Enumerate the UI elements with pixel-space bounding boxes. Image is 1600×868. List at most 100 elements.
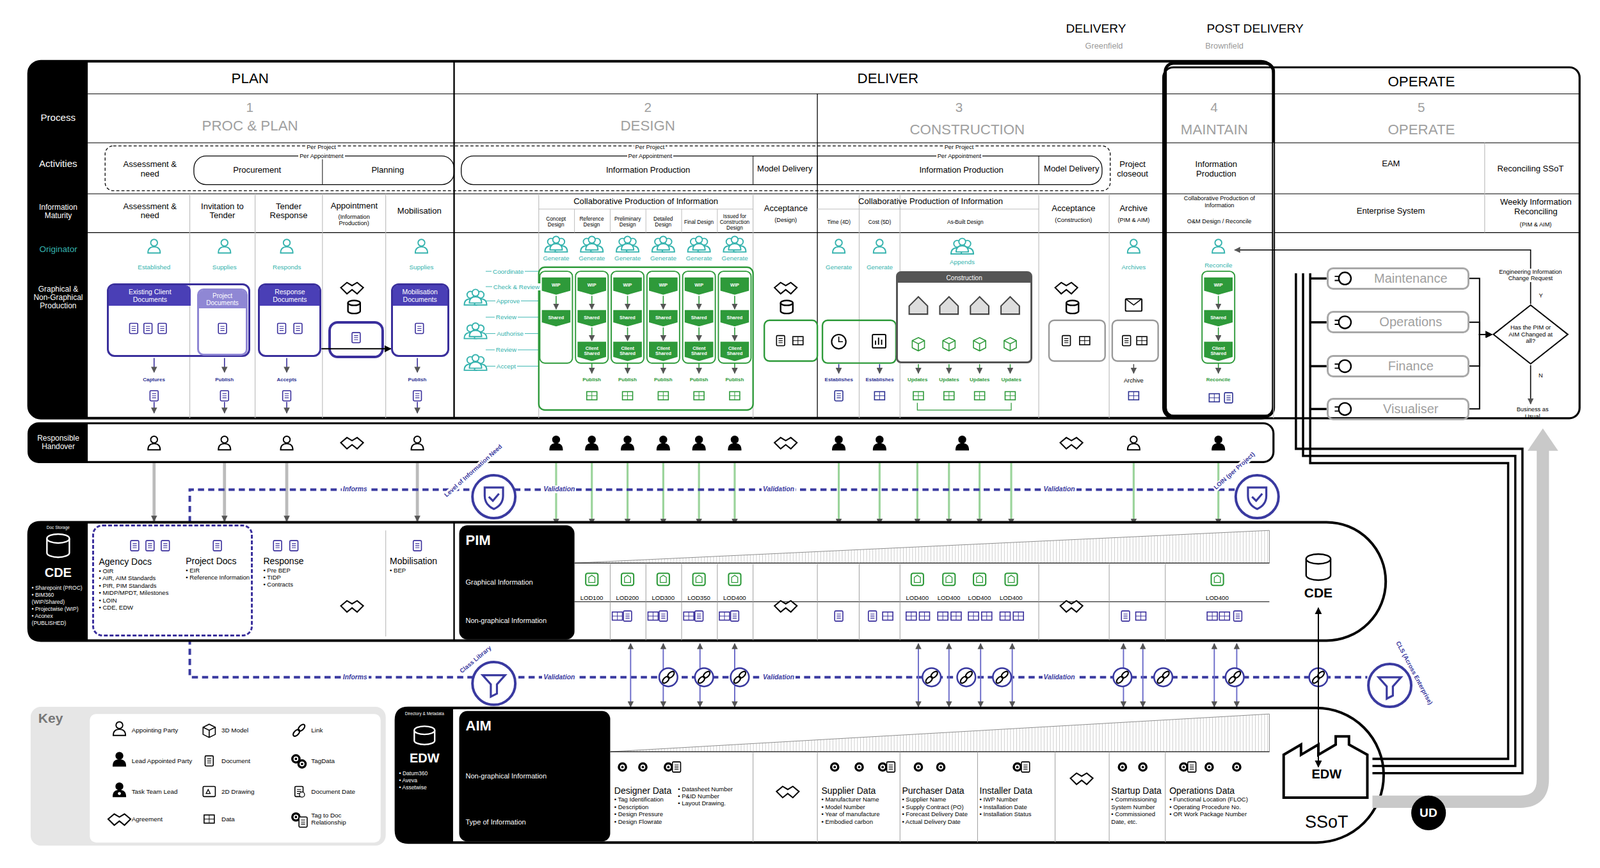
line [341,600,364,613]
shape [702,670,712,680]
arrow [698,295,700,310]
shape [729,391,740,400]
node-text: Mobilisation Documents [392,285,448,306]
line [836,614,841,619]
arrow [663,327,665,342]
label: Reference Design [574,216,609,229]
label: Accept [495,362,518,370]
shape [1112,668,1132,687]
label: Updates [907,377,928,384]
label: Collaborative Production of Information [1170,195,1269,209]
shape [352,332,361,344]
node-text: CDE [1287,585,1350,601]
line [1530,365,1532,405]
line [1372,449,1543,803]
arrow [878,463,881,525]
node-text: Purchaser Data [901,785,978,797]
label: LOD400 [937,595,961,603]
line [792,336,804,345]
label: Reconciling SSoT [1495,164,1567,175]
shape [1182,766,1186,769]
shape [150,239,158,247]
label: Generate [541,254,571,262]
line [1334,276,1339,281]
shape [1235,766,1238,769]
line [1234,250,1531,305]
node-text: • Aveva [399,777,450,785]
label: As-Built Design [944,219,986,226]
line [396,708,454,843]
line [218,247,231,254]
shape [104,145,1110,191]
node-text: Installer Data [979,785,1056,797]
line [753,752,1166,843]
shape [1016,766,1019,769]
shape [1000,612,1011,621]
node-text: • Design Pressure [614,810,672,818]
line [888,765,893,770]
arrow [978,463,981,525]
line [585,444,598,451]
node-text: • P&ID Number [677,792,733,800]
line [291,544,296,548]
shape [300,762,304,766]
label: Tender Response [257,202,320,221]
arrow [1009,364,1012,374]
line [280,444,293,451]
shape [413,391,422,402]
shape [1207,612,1218,621]
shape [683,612,694,621]
box: Construction [896,271,1033,364]
shape [1079,336,1090,345]
label: WIP [587,282,597,288]
label: Client Shared [722,346,747,357]
shape [641,766,645,769]
legend-text: TagData [311,757,375,765]
diamond-shape [1493,305,1568,365]
label: Generate [824,263,854,271]
label: O&M Design / Reconcile [1183,218,1256,225]
node-text: • Actual Delivery Date [901,818,978,826]
shape [834,391,843,402]
label: Originator [39,244,77,255]
line [937,612,948,621]
label: LOD350 [687,595,711,603]
node-text: Has the PIM or AIM Changed at all? [1508,324,1553,345]
shape [1120,670,1130,680]
shape [586,391,598,400]
line [1060,600,1083,613]
label: Shared [655,315,672,321]
shape [1004,391,1016,400]
node-text: PIM [465,533,569,549]
shape [911,573,924,586]
line [976,575,984,583]
line [909,296,928,315]
node-text: Response Documents [259,285,320,306]
node-text: • PIR, PIM Standards [99,582,183,590]
shape [1062,336,1071,347]
label: DELIVER [857,70,919,87]
arrow [698,463,701,525]
shape [718,271,751,364]
shape [1227,675,1237,685]
shape [872,334,886,349]
box: Operations Data• Functional Location (FL… [1169,785,1268,841]
line [613,277,642,296]
arrow [1133,364,1135,374]
node-text: Non-graphical Information [465,772,605,781]
label: Generate [613,254,642,262]
node-text: Agency Docs [99,556,183,568]
shape [46,534,70,544]
label: Establishes [824,377,854,384]
shape [1187,762,1197,773]
shape [764,320,818,362]
arrow [663,363,665,374]
shape [149,391,159,402]
line [218,444,231,451]
line [577,310,607,328]
node-text: • AIR, AIM Standards [99,574,183,582]
shape [292,814,300,822]
legend-text: Document Date [311,788,375,796]
shape [731,236,739,244]
shape [881,766,884,769]
